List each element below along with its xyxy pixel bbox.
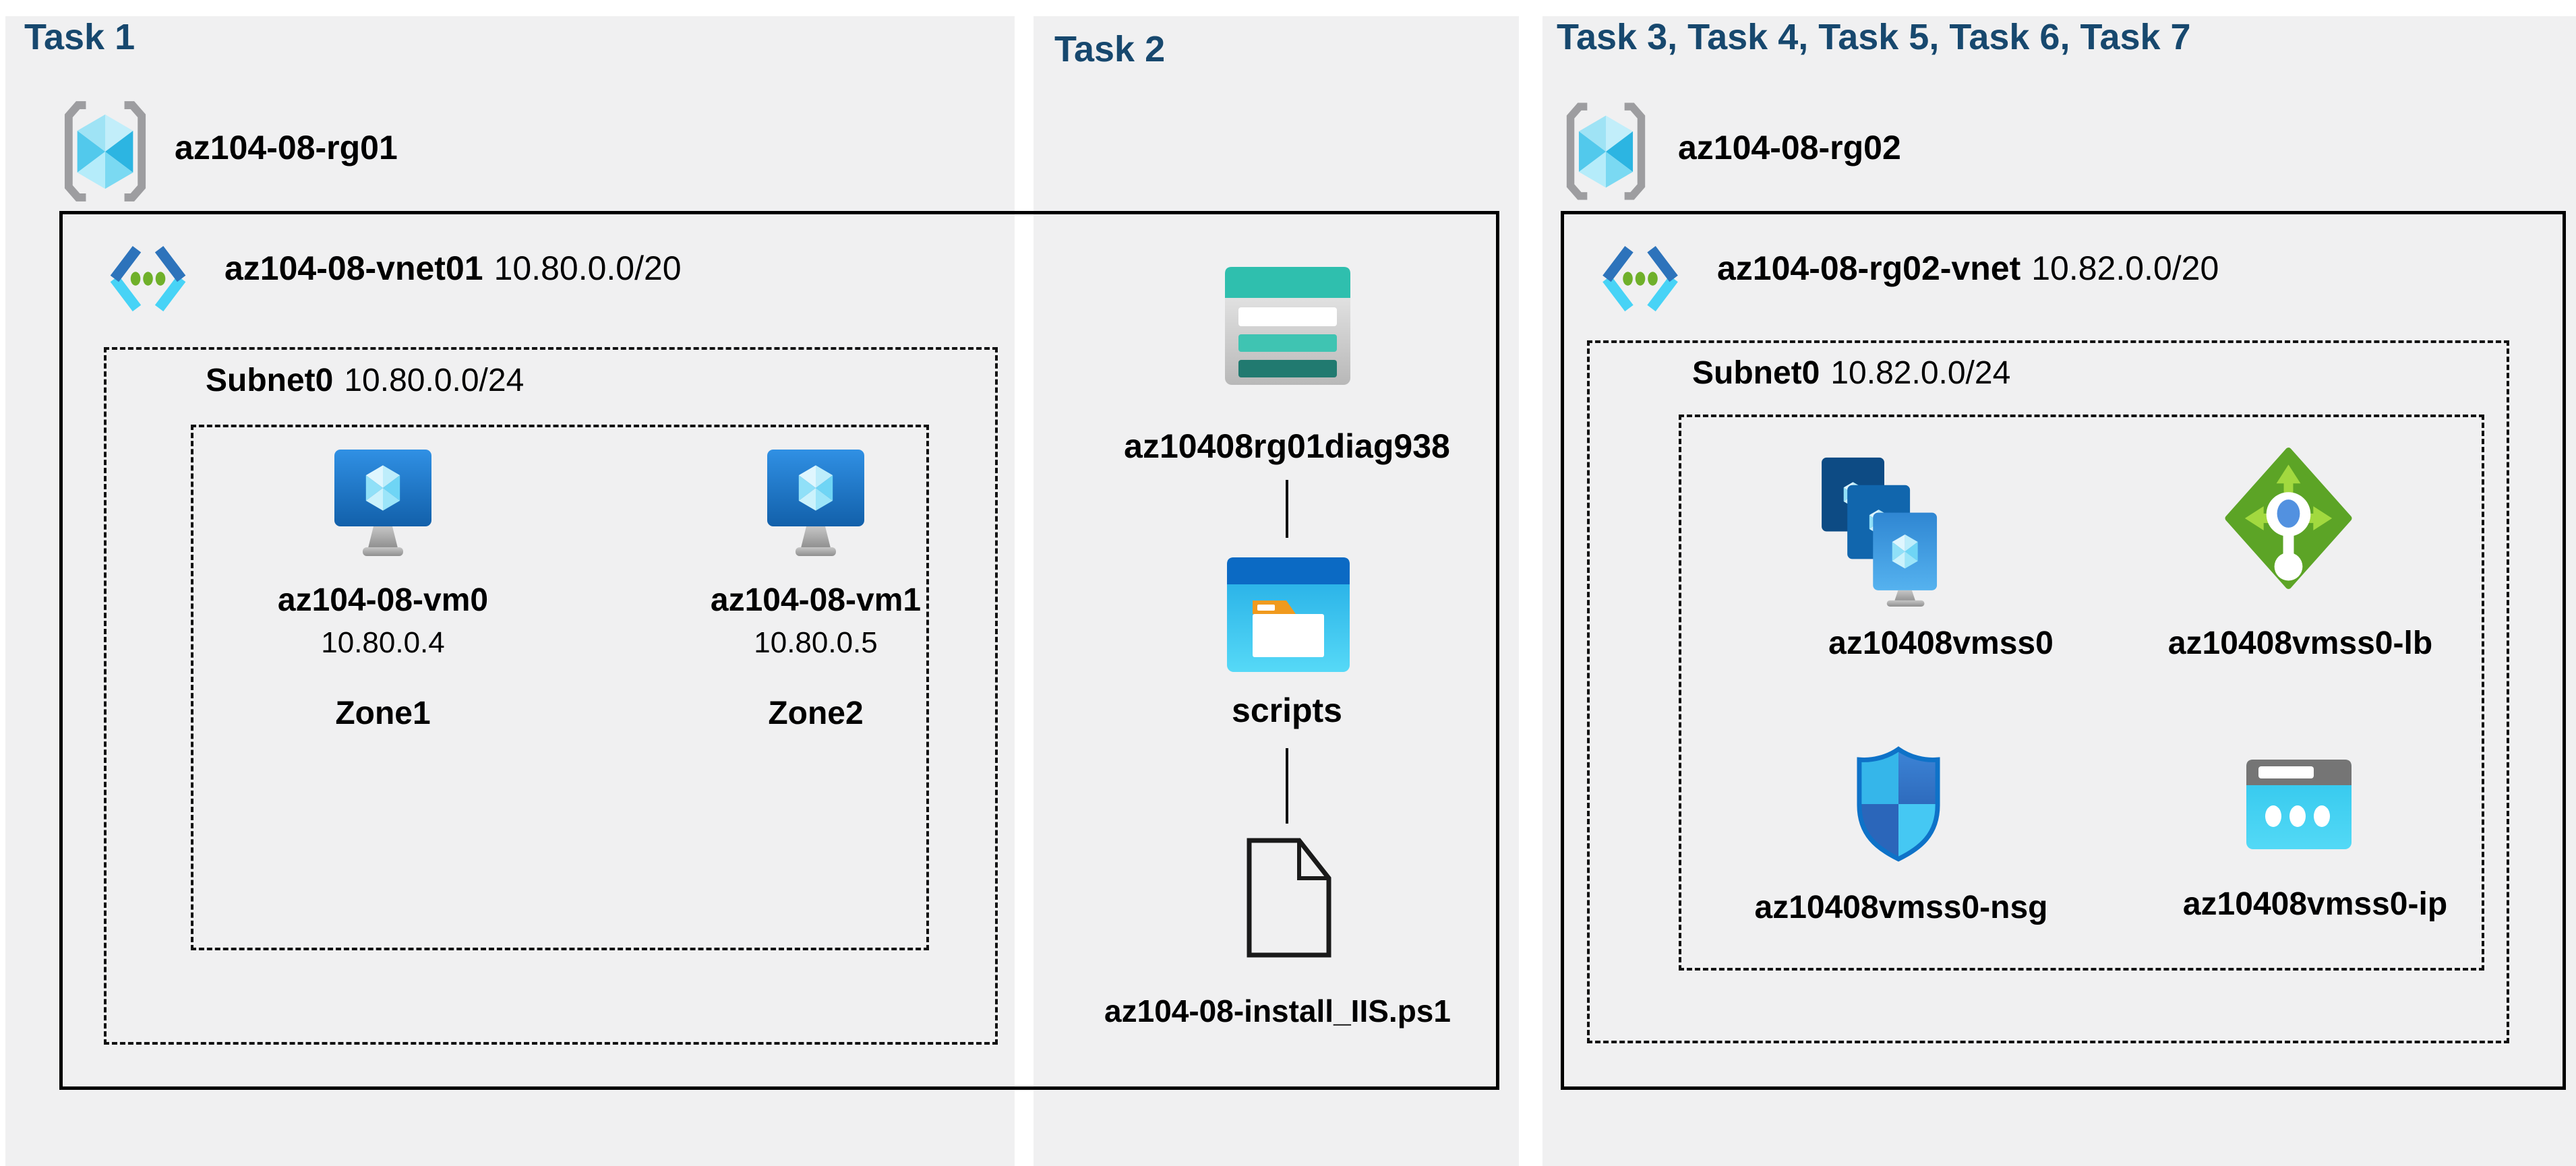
script-file-icon	[1247, 838, 1331, 958]
virtual-network-icon	[100, 243, 196, 315]
load-balancer-name: az10408vmss0-lb	[2167, 625, 2433, 661]
vnet-label: az104-08-vnet01 10.80.0.0/20	[224, 249, 682, 288]
vm0-name: az104-08-vm0	[277, 582, 489, 618]
subnet0-box-rg01	[104, 347, 998, 1045]
connector-storage-to-container	[1286, 480, 1288, 538]
subnet0-label-rg01: Subnet0 10.80.0.0/24	[206, 362, 524, 399]
vmss-resources-box	[1679, 415, 2484, 971]
subnet-cidr: 10.80.0.0/24	[344, 363, 525, 398]
vm1-zone: Zone2	[768, 696, 864, 731]
vm1-name: az104-08-vm1	[710, 582, 922, 618]
vm0-ip: 10.80.0.4	[321, 626, 445, 659]
task1-header: Task 1	[24, 17, 136, 57]
resource-group-icon	[1564, 99, 1648, 204]
vmss-name: az10408vmss0	[1828, 625, 2054, 661]
vnet-cidr: 10.80.0.0/20	[493, 249, 682, 287]
resource-group-icon	[62, 99, 148, 204]
container-name: scripts	[1232, 692, 1342, 729]
vm0-zone: Zone1	[335, 696, 431, 731]
resource-group-name: az104-08-rg01	[175, 129, 398, 166]
task2-header: Task 2	[1054, 29, 1166, 69]
vnet-label: az104-08-rg02-vnet 10.82.0.0/20	[1717, 249, 2219, 288]
virtual-network-icon	[1595, 243, 1686, 315]
vm-zone-box	[191, 425, 929, 950]
script-file-name: az104-08-install_IIS.ps1	[1104, 993, 1451, 1029]
connector-container-to-file	[1286, 748, 1288, 824]
blob-container-icon	[1227, 557, 1350, 672]
storage-account-icon	[1225, 267, 1350, 385]
vm1-ip: 10.80.0.5	[754, 626, 878, 659]
task1-panel	[5, 16, 1015, 1166]
subnet-cidr: 10.82.0.0/24	[1830, 355, 2011, 391]
nsg-name: az10408vmss0-nsg	[1754, 890, 2048, 925]
vnet-cidr: 10.82.0.0/20	[2031, 249, 2219, 287]
vnet-name: az104-08-vnet01	[224, 249, 483, 287]
subnet0-label-rg02: Subnet0 10.82.0.0/24	[1692, 355, 2010, 392]
public-ip-icon	[2246, 760, 2352, 849]
public-ip-name: az10408vmss0-ip	[2182, 886, 2448, 922]
subnet-name: Subnet0	[206, 363, 334, 398]
load-balancer-icon	[2225, 447, 2352, 590]
task3-header: Task 3, Task 4, Task 5, Task 6, Task 7	[1557, 17, 2191, 57]
subnet0-box-rg02	[1587, 340, 2509, 1043]
subnet-name: Subnet0	[1692, 355, 1820, 391]
vnet-boundary-box-rg02	[1561, 211, 2566, 1090]
vnet-boundary-box-rg01	[59, 211, 1499, 1090]
network-security-group-icon	[1855, 745, 1942, 863]
resource-group-name: az104-08-rg02	[1678, 129, 1901, 166]
vm-scale-set-icon	[1822, 456, 1947, 607]
vnet-name: az104-08-rg02-vnet	[1717, 249, 2021, 287]
task3-panel	[1542, 16, 2576, 1166]
virtual-machine-icon	[762, 450, 870, 556]
storage-account-name: az10408rg01diag938	[1124, 427, 1450, 465]
virtual-machine-icon	[329, 450, 437, 556]
